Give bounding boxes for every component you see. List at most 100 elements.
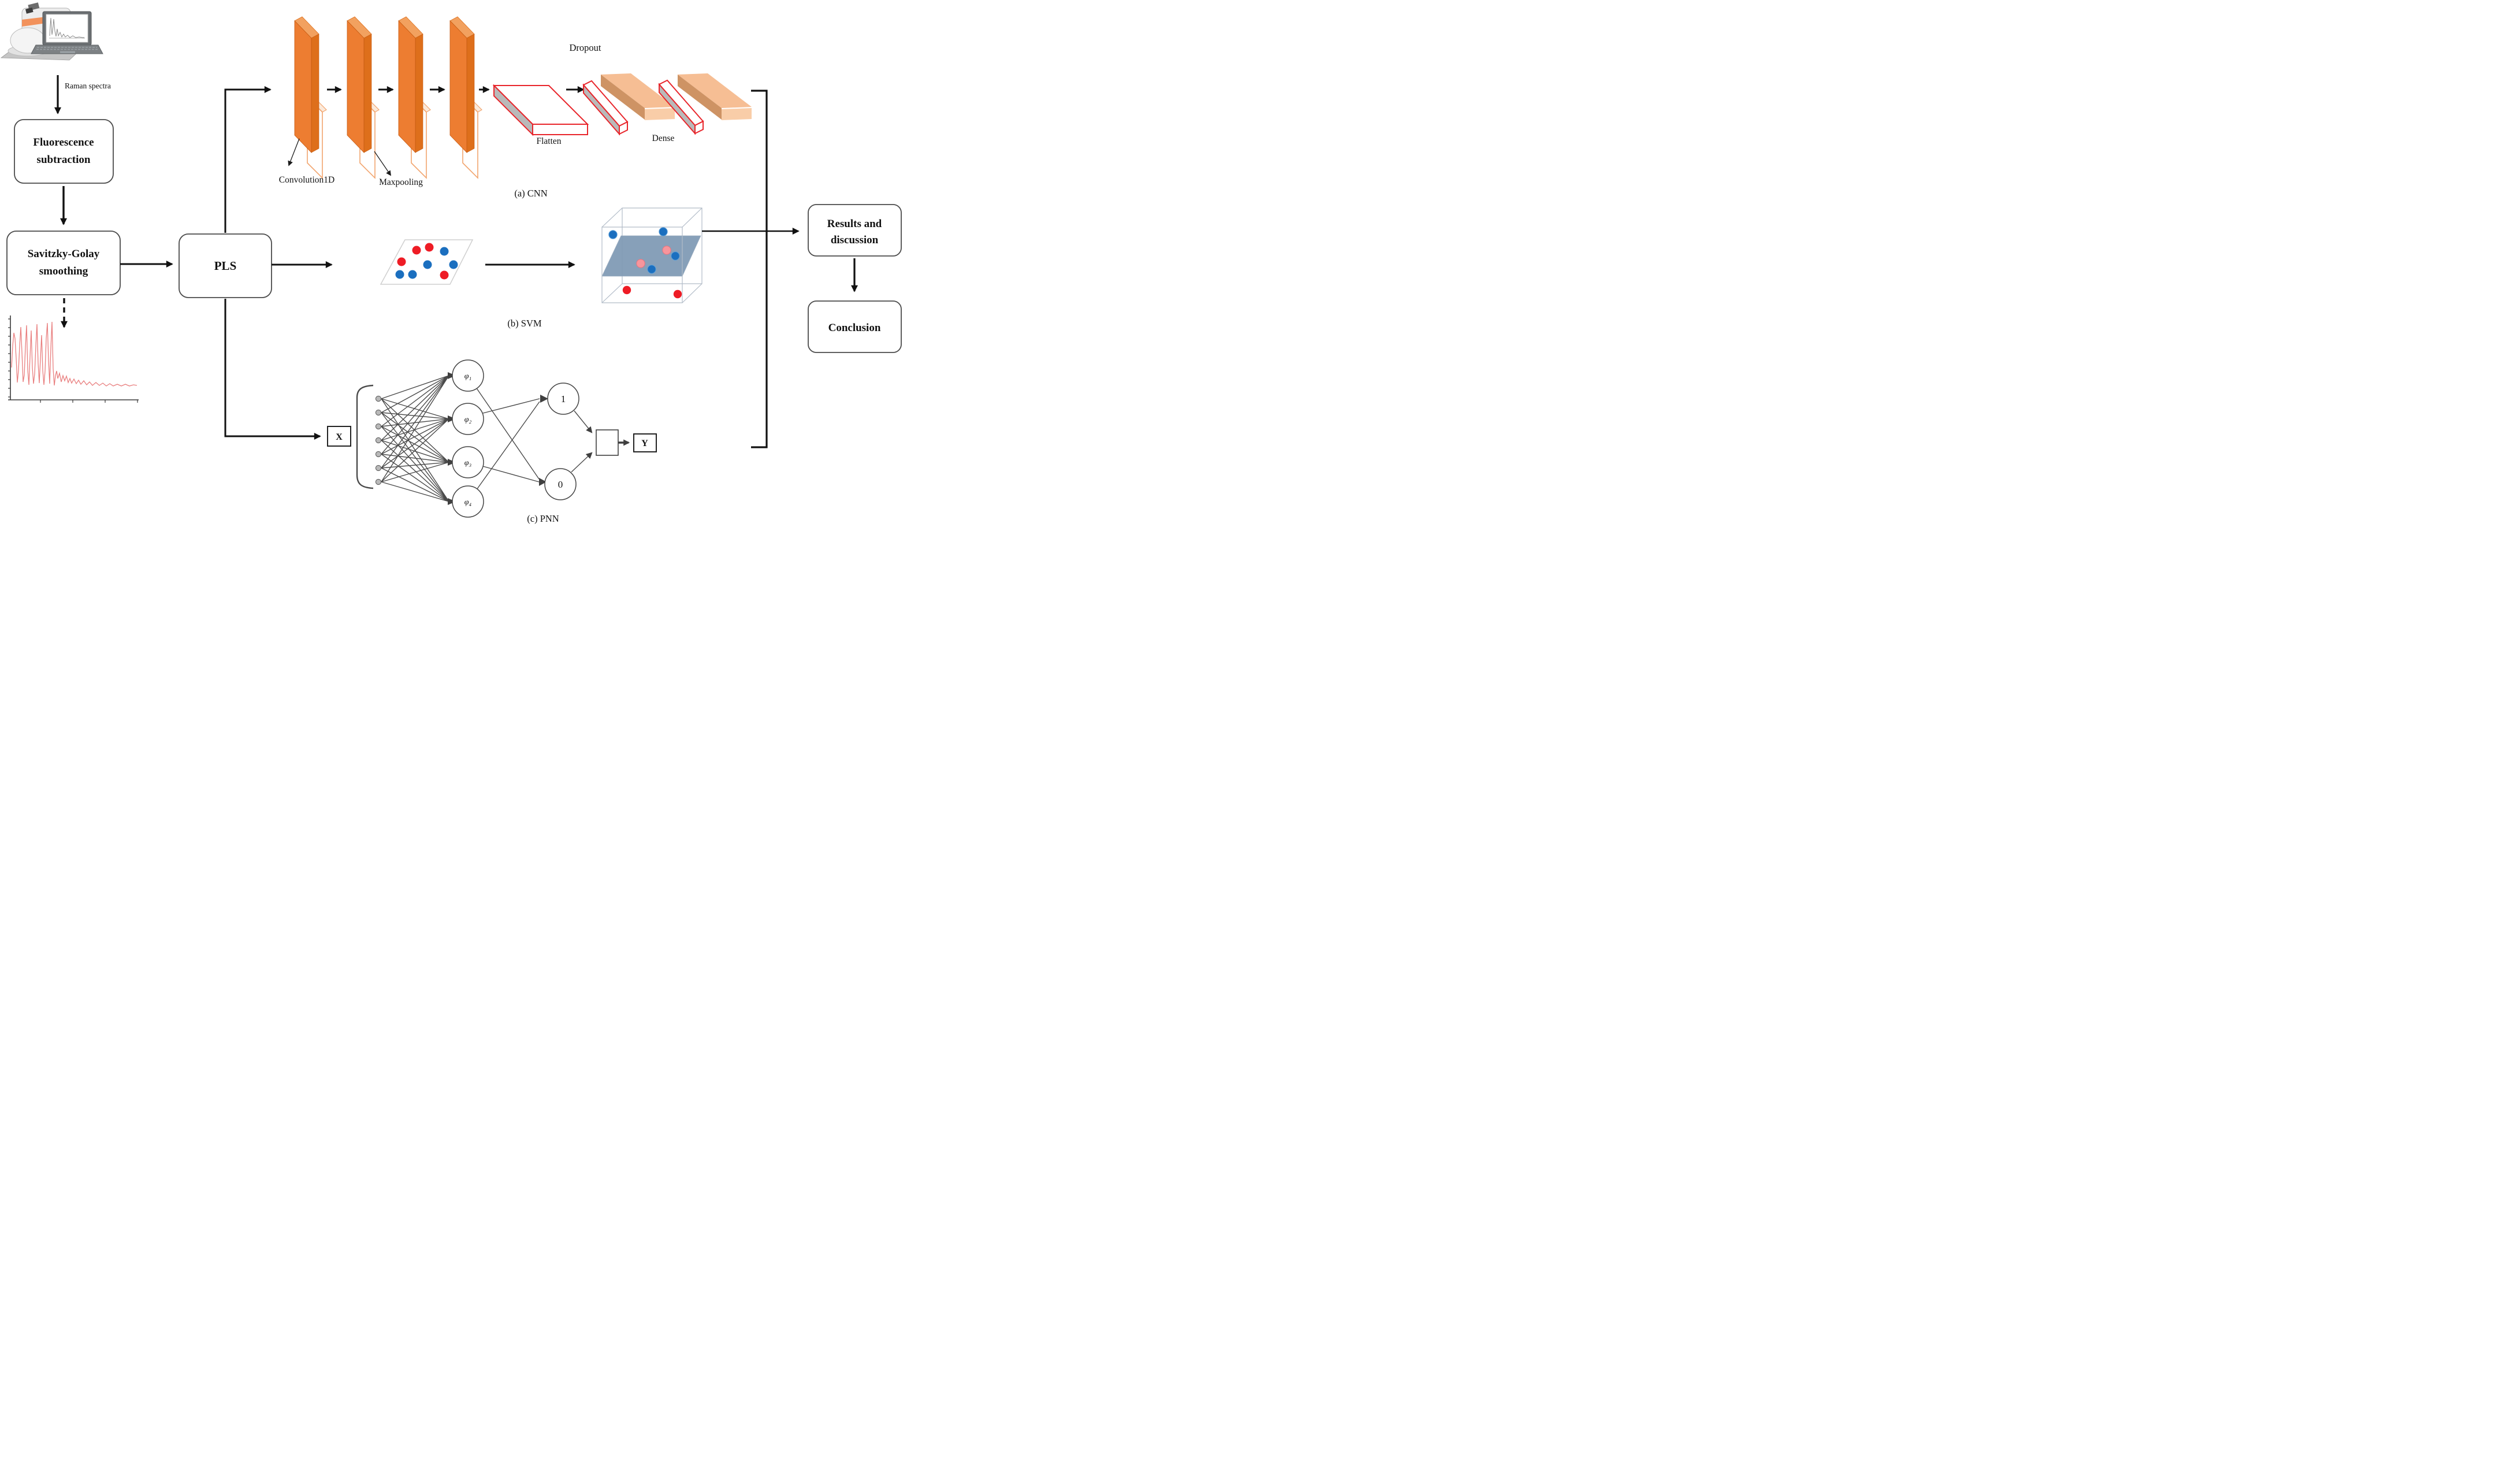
blue-class-dot bbox=[647, 265, 656, 274]
callout-arrow-maxpooling bbox=[374, 151, 392, 176]
connection-class0-to-decision bbox=[571, 452, 593, 473]
pink-support-dot bbox=[636, 259, 645, 268]
class-1-label: 1 bbox=[561, 393, 566, 404]
phi3-node bbox=[452, 446, 484, 478]
blue-class-dot bbox=[408, 270, 417, 279]
pnn-input-neurons bbox=[375, 395, 382, 485]
phi3-label: φ₃ bbox=[464, 459, 472, 467]
pls-box: PLS bbox=[179, 233, 272, 298]
laptop-illustration bbox=[31, 11, 103, 54]
laptop-spectrum-curve bbox=[49, 17, 84, 38]
dropout-layer-1 bbox=[582, 80, 629, 136]
cnn-conv-maxpool-block-3 bbox=[398, 16, 431, 179]
smoothed-spectrum-curve bbox=[11, 321, 137, 387]
dropout-layer-2 bbox=[658, 79, 704, 135]
fluorescence-label-line1: Fluorescence bbox=[33, 136, 94, 148]
blue-class-dot bbox=[395, 270, 404, 279]
microscope-head-icon bbox=[25, 2, 40, 14]
pnn-caption: (c) PNN bbox=[527, 513, 559, 524]
red-class-dot bbox=[673, 289, 682, 299]
smoothed-spectrum-chart bbox=[8, 315, 139, 403]
connection-class1-to-decision bbox=[574, 410, 593, 433]
flatten-label: Flatten bbox=[536, 136, 561, 146]
input-neuron bbox=[375, 465, 382, 471]
flatten-layer bbox=[492, 84, 589, 136]
class-0-label: 0 bbox=[558, 479, 563, 490]
spectrum-y-ticks bbox=[8, 318, 10, 398]
pnn-y-label: Y bbox=[641, 439, 648, 448]
input-neuron bbox=[375, 437, 382, 444]
red-class-dot bbox=[412, 246, 421, 255]
results-box: Results and discussion bbox=[808, 204, 902, 257]
input-neuron bbox=[375, 451, 382, 458]
cnn-conv-maxpool-block-4 bbox=[449, 16, 482, 179]
spectrum-x-ticks bbox=[40, 400, 138, 403]
laptop-touchpad bbox=[60, 51, 75, 53]
arrow-pls-to-pnn bbox=[224, 299, 321, 440]
cnn-conv-maxpool-block-1 bbox=[294, 16, 327, 179]
input-neuron bbox=[375, 409, 382, 416]
arrow-pls-to-cnn bbox=[224, 86, 272, 233]
sg-label-line2: smoothing bbox=[39, 265, 88, 277]
pnn-x-label: X bbox=[336, 432, 343, 442]
results-label-line2: discussion bbox=[831, 234, 879, 246]
svm-scatter-dots bbox=[395, 243, 458, 280]
pnn-input-connections bbox=[381, 375, 449, 502]
conclusion-label: Conclusion bbox=[828, 322, 881, 334]
svm-caption: (b) SVM bbox=[507, 318, 541, 329]
sg-label-line1: Savitzky-Golay bbox=[28, 248, 100, 260]
blue-class-dot bbox=[608, 230, 618, 239]
diagram-canvas: Raman spectra Fluorescence subtraction S… bbox=[0, 0, 906, 530]
input-neuron bbox=[375, 423, 382, 430]
red-class-dot bbox=[440, 270, 449, 280]
cube-depth-edges bbox=[601, 207, 703, 303]
collector-bracket bbox=[751, 90, 768, 448]
phi4-node bbox=[452, 485, 484, 518]
fluorescence-subtraction-box: Fluorescence subtraction bbox=[14, 119, 114, 184]
input-neuron bbox=[375, 478, 382, 485]
blue-class-dot bbox=[440, 247, 449, 256]
dropout-label: Dropout bbox=[570, 42, 601, 53]
pnn-summation-connections bbox=[476, 388, 540, 489]
cnn-conv-maxpool-block-2 bbox=[347, 16, 380, 179]
raman-spectra-label: Raman spectra bbox=[65, 81, 111, 90]
fluorescence-label-line2: subtraction bbox=[37, 154, 91, 166]
cube-front-face bbox=[601, 227, 683, 303]
dense-layer-2 bbox=[678, 73, 752, 120]
svm-cube-dots bbox=[608, 227, 682, 299]
blue-class-dot bbox=[449, 260, 458, 269]
phi2-node bbox=[452, 403, 484, 435]
pnn-pattern-neurons: φ₁ φ₂ φ₃ φ₄ bbox=[452, 359, 484, 518]
blue-class-dot bbox=[423, 260, 432, 269]
results-label-line1: Results and bbox=[827, 218, 882, 230]
phi2-label: φ₂ bbox=[464, 415, 472, 424]
input-neuron bbox=[375, 395, 382, 402]
class-1-node bbox=[547, 383, 579, 415]
phi1-node bbox=[452, 359, 484, 392]
pnn-output-box: Y bbox=[633, 433, 657, 452]
phi4-label: φ₄ bbox=[464, 498, 472, 507]
svm-scatter-panel bbox=[380, 239, 474, 285]
callout-arrow-convolution bbox=[288, 138, 300, 166]
pnn-phi-arrowheads bbox=[448, 372, 456, 505]
dense-label: Dense bbox=[652, 133, 675, 143]
red-class-dot bbox=[397, 257, 406, 266]
red-class-dot bbox=[425, 243, 434, 252]
svm-hyperplane-cube bbox=[601, 207, 703, 303]
pink-support-dot bbox=[662, 246, 671, 255]
savitzky-golay-box: Savitzky-Golay smoothing bbox=[6, 231, 121, 295]
blue-class-dot bbox=[659, 227, 668, 236]
pls-label: PLS bbox=[214, 259, 237, 273]
class-0-node bbox=[544, 468, 577, 500]
pnn-input-box: X bbox=[327, 426, 351, 447]
phi1-label: φ₁ bbox=[464, 372, 472, 381]
red-class-dot bbox=[622, 285, 631, 295]
pnn-class-arrowheads bbox=[539, 395, 548, 486]
dense-layer-1 bbox=[601, 73, 675, 120]
cnn-caption: (a) CNN bbox=[514, 188, 547, 199]
convolution1d-label: Convolution1D bbox=[279, 175, 334, 185]
blue-class-dot bbox=[671, 251, 680, 261]
pnn-input-bracket bbox=[356, 384, 374, 489]
pnn-class-nodes: 1 0 bbox=[544, 383, 579, 500]
pnn-decision-box bbox=[596, 429, 619, 456]
